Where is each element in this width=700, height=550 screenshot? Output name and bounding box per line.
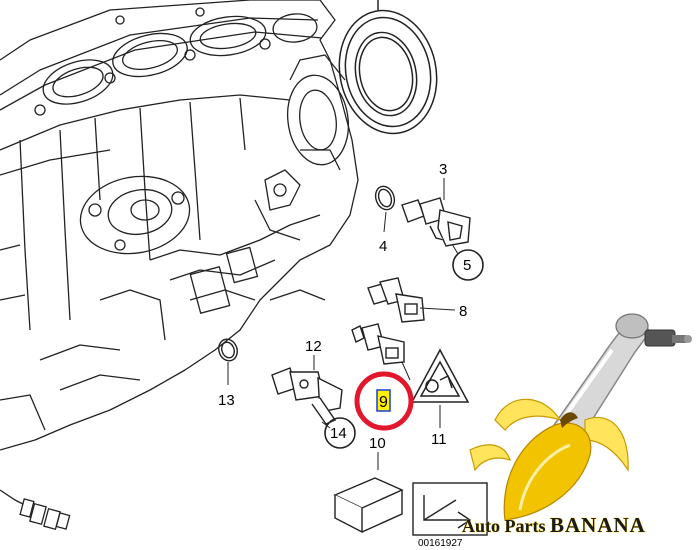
o-ring-13-drawing [218, 338, 238, 362]
figure-number: 00161927 [418, 538, 463, 549]
label-4: 4 [379, 238, 387, 255]
watermark-name: BANANA [550, 513, 646, 537]
seal-ring-drawing [338, 0, 438, 135]
watermark-text: Auto Parts BANANA [462, 513, 646, 537]
reference-arrow-box [412, 482, 488, 536]
label-3: 3 [439, 161, 447, 178]
leader-lines [227, 178, 459, 470]
label-11: 11 [431, 431, 447, 448]
temperature-sensor-3-drawing [401, 197, 471, 247]
label-10: 10 [369, 435, 386, 452]
label-ring-14 [324, 417, 356, 449]
label-8: 8 [459, 303, 467, 320]
label-12: 12 [305, 338, 322, 355]
label-14: 14 [330, 425, 347, 442]
engine-block-drawing [0, 0, 359, 451]
label-13: 13 [218, 392, 235, 409]
highlight-circle [354, 371, 414, 431]
banana-logo [469, 313, 692, 521]
label-ring-5 [452, 249, 484, 281]
label-9: 9 [379, 394, 388, 411]
o-ring-4-drawing [374, 185, 396, 211]
label-5: 5 [463, 257, 471, 274]
warning-triangle-11-drawing [410, 348, 470, 403]
highlight-part-9: 9 [354, 371, 414, 431]
box-10-drawing [333, 477, 404, 534]
watermark-prefix: Auto Parts [462, 516, 550, 536]
sensor-cable-drawing [0, 489, 71, 531]
highlight-label-box [376, 389, 391, 412]
sensor-9-drawing [351, 323, 405, 365]
solenoid-12-drawing [271, 367, 343, 425]
oil-pressure-switch-8-drawing [367, 277, 425, 323]
banana-picture [469, 398, 629, 521]
